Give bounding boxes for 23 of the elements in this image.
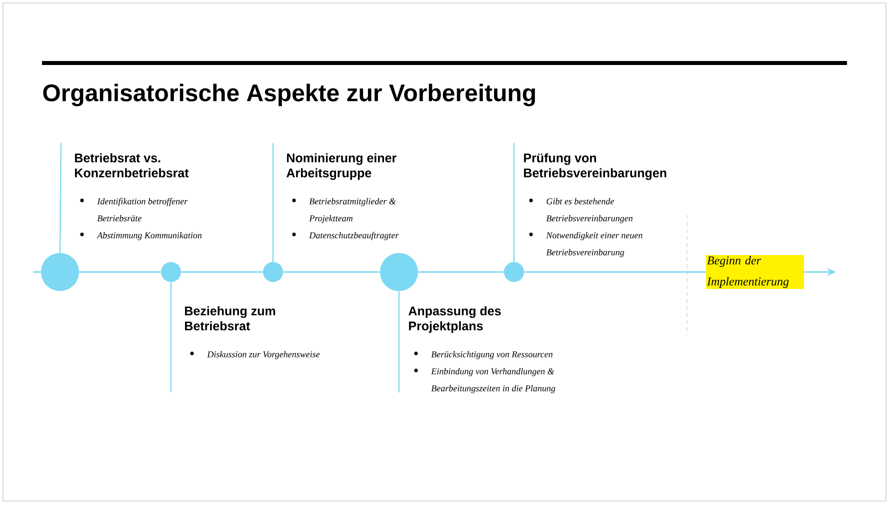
milestone-text: Betriebsrat vs. Konzernbetriebsrat Identifikation betroffener Betriebsräte Abstimmung Kommunikation [75, 153, 202, 240]
timeline-dot [263, 262, 283, 282]
timeline-line [283, 271, 380, 273]
milestone-text: Prüfung von Betriebsvereinbarungen Gibt es bestehende Betriebsvereinbarungen Notwendigkeit einer neuen Betriebsvereinbarung [524, 153, 666, 258]
title: Organisatorische Aspekte zur Vorbereitung [43, 84, 535, 106]
timeline-line [79, 271, 161, 273]
timeline-line [33, 271, 41, 273]
connector-line [59, 143, 62, 253]
timeline-dot [504, 262, 524, 282]
connector-line [170, 282, 172, 392]
connector-line [398, 291, 400, 392]
connector-line [272, 143, 274, 262]
timeline-dot [161, 262, 181, 282]
timeline-line [181, 271, 263, 273]
timeline-dot [380, 253, 418, 291]
highlighted-text: Beginn der Implementierung [706, 255, 804, 289]
milestone-text: Anpassung des Projektplans Berücksichtigung von Ressourcen Einbindung von Verhandlungen & Bearbeitungszeiten in die Planung [408, 306, 556, 394]
connector-line [513, 143, 515, 262]
milestone-text: Beziehung zum Betriebsrat Diskussion zur Vorgehensweise [185, 306, 320, 360]
timeline-dot [41, 253, 79, 291]
timeline-line [418, 271, 504, 273]
timeline-line [524, 271, 706, 273]
milestone-text: Nominierung einer Arbeitsgruppe Betriebsratmitglieder & Projektteam Datenschutzbeauftragter [286, 153, 399, 240]
